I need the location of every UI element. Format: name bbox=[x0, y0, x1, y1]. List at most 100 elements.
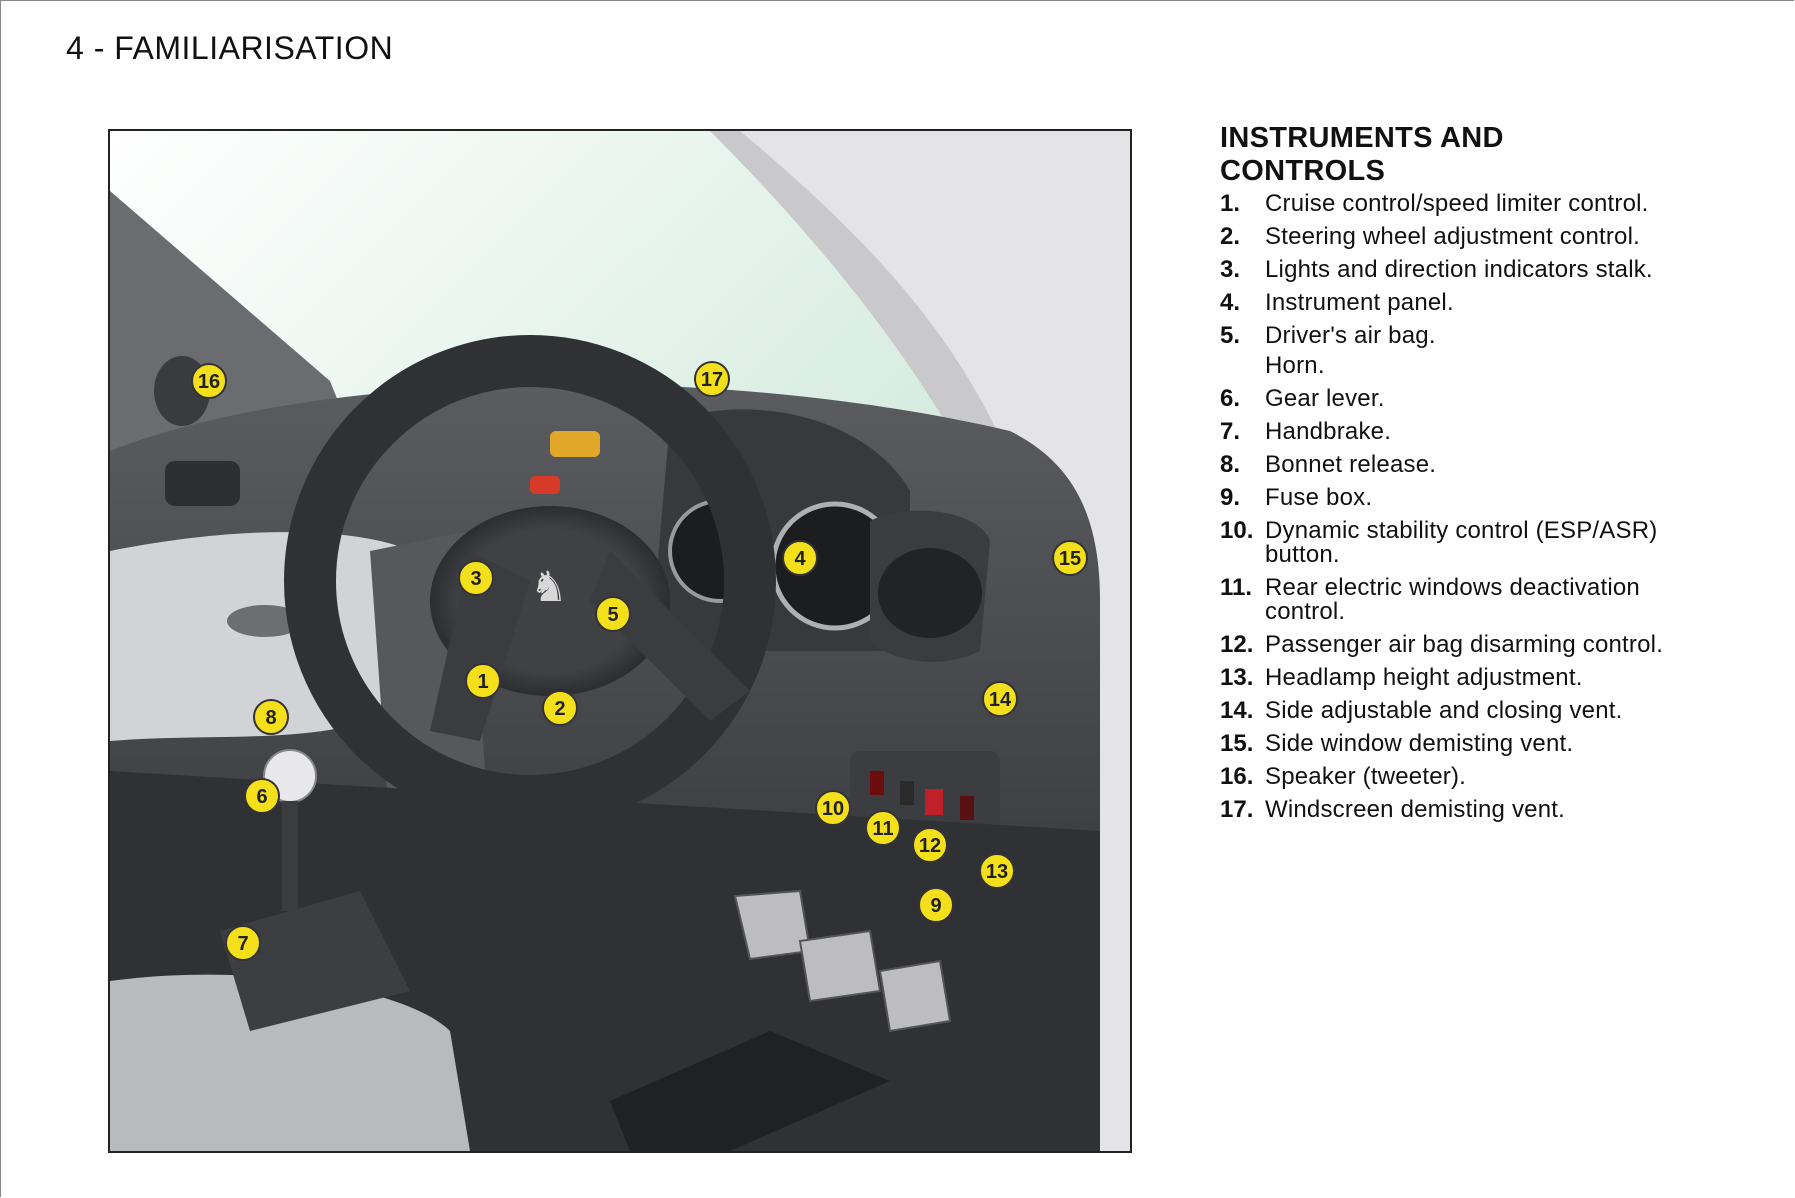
legend-item: 16. Speaker (tweeter). bbox=[1220, 765, 1720, 789]
item-number: 17. bbox=[1220, 796, 1254, 823]
item-text: Gear lever. bbox=[1265, 385, 1385, 412]
item-number: 9. bbox=[1220, 484, 1241, 511]
svg-text:5: 5 bbox=[607, 604, 618, 626]
legend-item: 2.Steering wheel adjustment control. bbox=[1220, 225, 1720, 249]
item-text: Side adjustable and closing vent. bbox=[1265, 697, 1623, 724]
svg-text:3: 3 bbox=[470, 568, 481, 590]
page-header: 4 - FAMILIARISATION bbox=[66, 30, 394, 66]
callout-14: 14 bbox=[982, 681, 1018, 717]
dashboard-illustration: ♞ 1 2 3 4 5 6 7 8 9 10 11 12 13 14 15 16… bbox=[108, 129, 1132, 1153]
svg-text:9: 9 bbox=[930, 895, 941, 917]
callout-10: 10 bbox=[815, 790, 851, 826]
pedal-accelerator bbox=[878, 959, 952, 1033]
controls-legend: INSTRUMENTS AND CONTROLS 1.Cruise contro… bbox=[1220, 122, 1720, 831]
legend-item: 15. Side window demisting vent. bbox=[1220, 732, 1720, 756]
item-text: Speaker (tweeter). bbox=[1265, 763, 1467, 790]
callout-13: 13 bbox=[979, 853, 1015, 889]
item-text: Cruise control/speed limiter control. bbox=[1265, 190, 1649, 217]
item-text: Dynamic stability control (ESP/ASR) butt… bbox=[1265, 517, 1658, 568]
item-text: Horn. bbox=[1265, 352, 1325, 379]
right-vent bbox=[878, 548, 982, 638]
legend-list: 1.Cruise control/speed limiter control. … bbox=[1220, 192, 1720, 822]
legend-item: 11.Rear electric windows deactivation co… bbox=[1220, 576, 1720, 624]
svg-text:4: 4 bbox=[794, 548, 806, 570]
callout-11: 11 bbox=[865, 810, 901, 846]
item-number: 2. bbox=[1220, 223, 1241, 250]
floor-mat bbox=[610, 1031, 890, 1151]
item-number: 12. bbox=[1220, 631, 1254, 658]
gear-tunnel bbox=[220, 891, 410, 1031]
legend-item: 6. Gear lever. bbox=[1220, 387, 1720, 411]
svg-text:1: 1 bbox=[477, 671, 488, 693]
switch-esp bbox=[870, 771, 884, 795]
gear-gaiter bbox=[282, 801, 298, 911]
svg-text:16: 16 bbox=[198, 371, 220, 393]
svg-text:13: 13 bbox=[986, 861, 1008, 883]
item-text: Headlamp height adjustment. bbox=[1265, 664, 1583, 691]
callout-17: 17 bbox=[694, 361, 730, 397]
section-title-line2: CONTROLS bbox=[1220, 155, 1386, 187]
item-number: 8. bbox=[1220, 451, 1241, 478]
item-text: Windscreen demisting vent. bbox=[1265, 796, 1565, 823]
legend-item: 10. Dynamic stability control (ESP/ASR) b… bbox=[1220, 519, 1720, 567]
warning-lamp bbox=[530, 476, 560, 494]
hazard-button bbox=[550, 431, 600, 457]
svg-text:17: 17 bbox=[701, 369, 723, 391]
callout-4: 4 bbox=[782, 540, 818, 576]
item-text: Rear electric windows deactivation contr… bbox=[1265, 574, 1640, 625]
svg-text:7: 7 bbox=[237, 933, 248, 955]
legend-item: 5. Driver's air bag. bbox=[1220, 324, 1720, 348]
item-text: Instrument panel. bbox=[1265, 289, 1454, 316]
item-text: Bonnet release. bbox=[1265, 451, 1437, 478]
item-number: 5. bbox=[1220, 322, 1241, 349]
svg-text:8: 8 bbox=[265, 707, 276, 729]
legend-item: 4. Instrument panel. bbox=[1220, 291, 1720, 315]
item-text: Handbrake. bbox=[1265, 418, 1392, 445]
callout-1: 1 bbox=[465, 663, 501, 699]
legend-item: 12. Passenger air bag disarming control. bbox=[1220, 633, 1720, 657]
brand-emblem: ♞ bbox=[530, 562, 568, 611]
item-number: 10. bbox=[1220, 517, 1254, 544]
svg-text:11: 11 bbox=[872, 818, 893, 840]
legend-item: Horn. bbox=[1220, 354, 1720, 378]
left-vent bbox=[165, 461, 240, 506]
callout-5: 5 bbox=[595, 596, 631, 632]
item-number: 6. bbox=[1220, 385, 1241, 412]
item-text: Passenger air bag disarming control. bbox=[1265, 631, 1664, 658]
item-number: 13. bbox=[1220, 664, 1254, 691]
callout-8: 8 bbox=[253, 699, 289, 735]
switch-headlamp bbox=[960, 796, 974, 820]
callout-6: 6 bbox=[244, 778, 280, 814]
svg-text:2: 2 bbox=[554, 698, 565, 720]
legend-item: 3. Lights and direction indicators stalk. bbox=[1220, 258, 1720, 282]
switch-windows bbox=[900, 781, 914, 805]
svg-text:6: 6 bbox=[256, 786, 267, 808]
item-number: 4. bbox=[1220, 289, 1241, 316]
section-title-line1: INSTRUMENTS AND bbox=[1220, 122, 1504, 154]
glovebox-handle bbox=[227, 605, 303, 637]
callout-16: 16 bbox=[191, 363, 227, 399]
item-number: 15. bbox=[1220, 730, 1254, 757]
legend-item: 1.Cruise control/speed limiter control. bbox=[1220, 192, 1720, 216]
legend-item: 7. Handbrake. bbox=[1220, 420, 1720, 444]
legend-item: 13. Headlamp height adjustment. bbox=[1220, 666, 1720, 690]
item-number: 7. bbox=[1220, 418, 1241, 445]
section-title: INSTRUMENTS AND CONTROLS bbox=[1220, 122, 1720, 188]
svg-text:15: 15 bbox=[1059, 548, 1081, 570]
item-number: 16. bbox=[1220, 763, 1254, 790]
item-text: Lights and direction indicators stalk. bbox=[1265, 256, 1653, 283]
item-text: Driver's air bag. bbox=[1265, 322, 1436, 349]
legend-item: 14.Side adjustable and closing vent. bbox=[1220, 699, 1720, 723]
callout-7: 7 bbox=[225, 925, 261, 961]
svg-text:14: 14 bbox=[989, 689, 1012, 711]
item-text: Side window demisting vent. bbox=[1265, 730, 1574, 757]
legend-item: 8. Bonnet release. bbox=[1220, 453, 1720, 477]
door-frame bbox=[740, 131, 1130, 1151]
callout-9: 9 bbox=[918, 887, 954, 923]
seat bbox=[110, 974, 470, 1151]
steering-spoke-right bbox=[590, 551, 750, 721]
callout-3: 3 bbox=[458, 560, 494, 596]
item-number: 3. bbox=[1220, 256, 1241, 283]
svg-text:12: 12 bbox=[919, 835, 941, 857]
callout-2: 2 bbox=[542, 690, 578, 726]
